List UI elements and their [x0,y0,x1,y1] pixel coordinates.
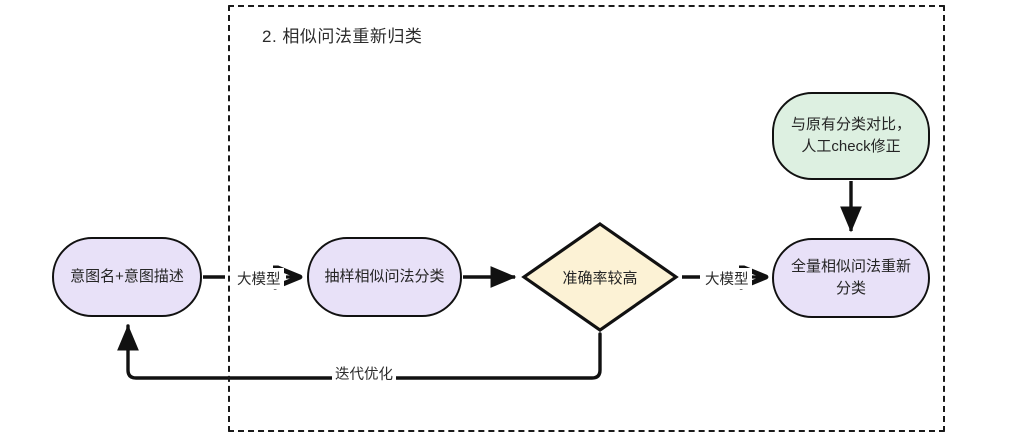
node-manual-check[interactable]: 与原有分类对比， 人工check修正 [772,92,930,180]
diamond-shape [521,222,679,332]
edge-label-iterative-optimization: 迭代优化 [332,363,396,384]
node-sample-classify-label: 抽样相似问法分类 [324,268,445,286]
node-full-reclassify-label: 全量相似问法重新 分类 [790,258,911,297]
group-container-similar-question-regroup [228,5,945,432]
node-manual-check-label: 与原有分类对比， 人工check修正 [790,116,911,155]
node-sample-classify[interactable]: 抽样相似问法分类 [307,237,462,317]
node-accuracy-check[interactable]: 准确率较高 [521,221,679,333]
node-intent-source[interactable]: 意图名+意图描述 [52,237,202,317]
edge-label-llm-1: 大模型 [234,268,284,289]
edge-label-llm-2: 大模型 [702,268,752,289]
node-intent-source-label: 意图名+意图描述 [70,268,184,286]
group-title: 2. 相似问法重新归类 [262,27,423,46]
node-full-reclassify[interactable]: 全量相似问法重新 分类 [772,238,930,318]
